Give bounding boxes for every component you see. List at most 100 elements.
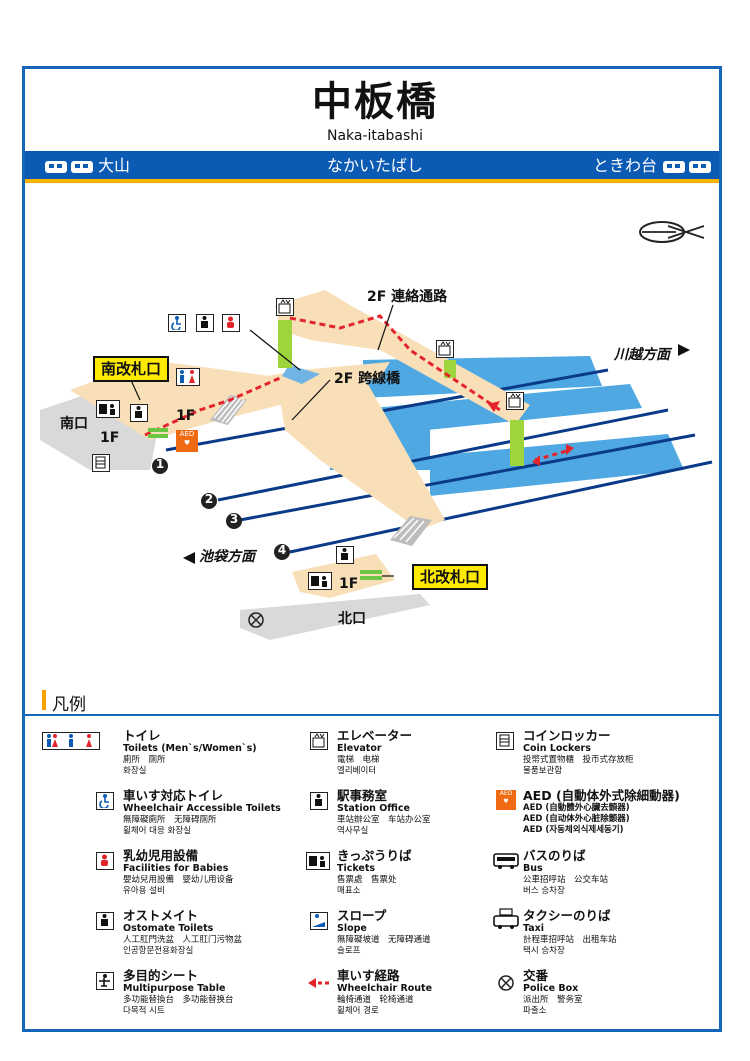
south-exit-label: 南口: [60, 416, 88, 432]
platform-number-2: 2: [204, 492, 214, 506]
ostomate-icon: [96, 912, 114, 930]
ticket-icon: [306, 852, 330, 870]
police-box-map-icon: [248, 612, 264, 628]
north-exit-label: 北口: [338, 611, 366, 627]
compass-icon: [639, 221, 705, 243]
wheelchair-route-icon: [308, 978, 331, 988]
platform-number-3: 3: [229, 512, 239, 526]
line-banner-stripe: [25, 179, 719, 183]
platform-number-1: 1: [155, 457, 165, 471]
south-stairs: [210, 395, 248, 425]
floor-1f-south-gate: 1F: [176, 408, 196, 424]
station-office-map-icon-north: [336, 546, 354, 564]
leader-cross: [291, 379, 331, 421]
track-line-1: [165, 368, 609, 452]
aed-map-icon: AED♥: [176, 430, 198, 452]
toilet-icon: [42, 732, 100, 750]
floor-1f-south: 1F: [100, 430, 120, 446]
bridge-2f-link: [275, 290, 530, 425]
legend-item-aed: AED (自動体外式除細動器)AED (自動體外心臟去顫器)AED (自动体外心…: [523, 788, 680, 836]
wheelchair-route-link: [289, 314, 501, 412]
legend-divider: [25, 714, 719, 716]
multipurpose-table-icon: [96, 972, 114, 990]
aed-icon: AED♥: [496, 790, 516, 810]
train-left-icon: [45, 161, 93, 173]
slope-icon: [310, 912, 328, 930]
south-gate-stripes: [148, 428, 168, 438]
track-line-3: [239, 433, 696, 522]
station-kana: なかいたばし: [326, 156, 423, 175]
kawagoe-direction: 川越方面: [614, 347, 670, 363]
leader-toilets: [249, 329, 301, 371]
bus-icon: [493, 853, 519, 869]
taxi-icon: [493, 908, 519, 929]
bridge-2f-cross-label: 2F 跨線橋: [334, 371, 401, 387]
ostomate-map-icon: [196, 314, 214, 332]
coin-locker-icon: [496, 732, 514, 750]
route-arrow-3: [566, 444, 574, 455]
north-exit-plaza: [240, 594, 430, 640]
elevator-icon: [310, 732, 328, 750]
toilet-area-marker: [282, 365, 320, 384]
track-line-4: [289, 460, 713, 554]
wheelchair-route-platform: [534, 448, 571, 462]
north-gate-stripes: [360, 570, 382, 580]
bridge-2f-cross: [280, 370, 445, 530]
station-office-icon: [310, 792, 328, 810]
legend-heading: 凡例: [52, 695, 86, 715]
platform-number-4: 4: [277, 543, 287, 557]
wheelchair-toilet-icon: [96, 792, 114, 810]
platform-marker-2: [201, 493, 217, 509]
station-map: [40, 221, 713, 640]
elevator-map-icon-2: [436, 340, 454, 358]
coin-locker-map-icon: [92, 454, 110, 472]
next-station: ときわ台: [593, 156, 658, 175]
legend-accent-bar: [42, 690, 46, 710]
elevator-map-icon-1: [276, 298, 294, 316]
north-gate-label: 北改札口: [412, 564, 489, 590]
station-name: 中板橋: [312, 79, 438, 125]
elevator-map-icon-3: [506, 392, 524, 410]
bridge-2f-link-label: 2F 連絡通路: [367, 289, 448, 305]
leader-link: [377, 304, 394, 351]
wheelchair-toilet-map-icon: [168, 314, 186, 332]
ticket-map-icon-north: [308, 572, 332, 590]
station-office-map-icon: [130, 404, 148, 422]
baby-facility-map-icon: [222, 314, 240, 332]
route-arrow-2: [532, 455, 540, 466]
platform-marker-3: [226, 513, 242, 529]
wheelchair-route-south: [144, 376, 281, 437]
prev-station: 大山: [98, 156, 131, 175]
line-banner: [25, 151, 719, 179]
ticket-map-icon: [96, 400, 120, 418]
platform-marker-4: [274, 544, 290, 560]
ikebukuro-arrow-icon: [183, 552, 195, 564]
police-box-icon: [498, 975, 514, 991]
station-name-roman: Naka-itabashi: [326, 128, 424, 144]
north-stairs: [390, 516, 432, 546]
floor-1f-north: 1F: [339, 576, 359, 592]
baby-facility-icon: [96, 852, 114, 870]
train-right-icon: [663, 161, 711, 173]
ikebukuro-direction: 池袋方面: [199, 549, 255, 565]
map-frame: [22, 66, 722, 1032]
kawagoe-arrow-icon: [678, 344, 690, 356]
route-arrow-1: [488, 401, 500, 412]
south-gate-label: 南改札口: [93, 356, 170, 382]
platform-marker-1: [152, 458, 168, 474]
track-line-2: [217, 408, 669, 502]
